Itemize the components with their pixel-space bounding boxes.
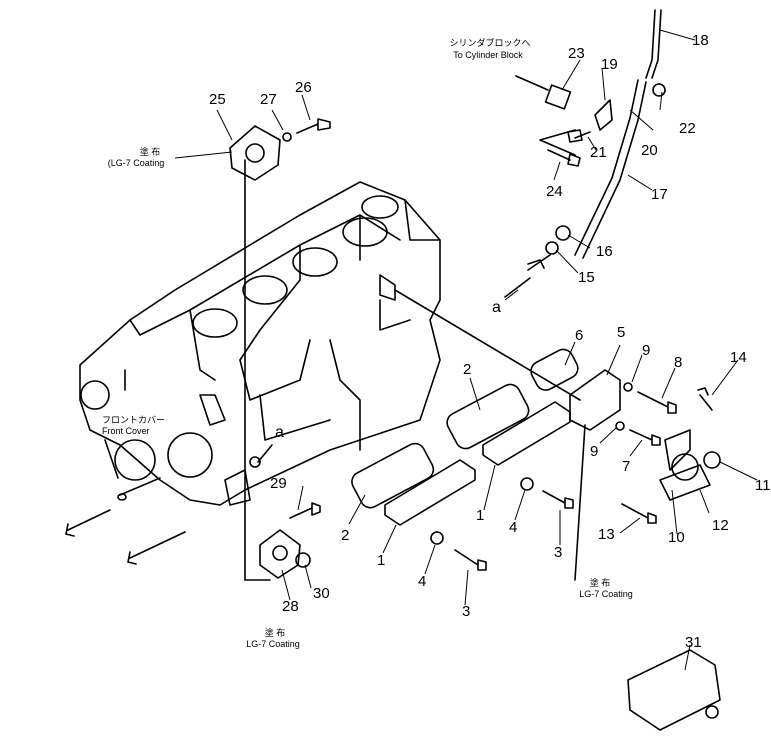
part-label-21: 21 (590, 144, 607, 161)
part-label-6: 6 (575, 327, 584, 344)
part-label-7: 7 (622, 458, 631, 475)
part-label-12: 12 (712, 517, 729, 534)
front-cover-jp: フロントカバー (102, 415, 166, 425)
part-label-20: 20 (641, 142, 658, 159)
part-label-23: 23 (568, 45, 585, 62)
part-label-1a: 1 (377, 552, 386, 569)
coating-note-en: (LG-7 Coating (107, 158, 165, 168)
part-label-11: 11 (755, 477, 771, 494)
part-label-31: 31 (685, 634, 702, 651)
part-label-5: 5 (617, 324, 626, 341)
gasket-6 (530, 348, 579, 391)
part-label-27: 27 (260, 91, 277, 108)
to-cylinder-jp: シリンダブロックへ (449, 38, 531, 48)
side-cover-1a (384, 459, 476, 526)
cover-plate-28 (259, 529, 301, 579)
part-label-8: 8 (674, 354, 683, 371)
cover-plate-25 (229, 125, 281, 181)
to-cylinder-en: To Cylinder Block (453, 50, 523, 60)
part-label-15: 15 (578, 269, 595, 286)
part-label-24: 24 (546, 183, 563, 200)
coating-mid-jp: 塗 布 (589, 578, 611, 588)
part-label-22: 22 (679, 120, 696, 137)
reference-a-upper: a (492, 299, 501, 316)
reference-a-lower: a (275, 424, 284, 441)
gasket-2a (351, 442, 435, 509)
part-label-14: 14 (730, 349, 747, 366)
part-label-19: 19 (601, 56, 618, 73)
breather-5 (569, 369, 621, 431)
front-cover-en: Front Cover (102, 426, 150, 436)
part-label-29: 29 (270, 475, 287, 492)
part-10 (671, 453, 699, 481)
dipstick-tube-17 (574, 79, 639, 256)
coating-lower-en: LG-7 Coating (246, 639, 300, 649)
part-label-2a: 2 (341, 527, 350, 544)
gasket-2b (446, 383, 530, 450)
part-label-4b: 4 (509, 519, 518, 536)
part-label-16: 16 (596, 243, 613, 260)
part-label-4a: 4 (418, 573, 427, 590)
part-label-3b: 3 (554, 544, 563, 561)
coating-mid-en: LG-7 Coating (579, 589, 633, 599)
part-label-3a: 3 (462, 603, 471, 620)
part-label-25: 25 (209, 91, 226, 108)
part-label-2b: 2 (463, 361, 472, 378)
part-label-26: 26 (295, 79, 312, 96)
coating-lower-jp: 塗 布 (264, 628, 286, 638)
side-cover-1b (482, 401, 571, 466)
part-label-28: 28 (282, 598, 299, 615)
cylinder-block (79, 181, 441, 506)
part-label-30: 30 (313, 585, 330, 602)
coating-note-jp: 塗 布 (139, 147, 161, 157)
part-label-13: 13 (598, 526, 615, 543)
part-label-9a: 9 (642, 342, 651, 359)
part-label-1b: 1 (476, 507, 485, 524)
part-31 (627, 649, 721, 731)
part-label-17: 17 (651, 186, 668, 203)
part-label-9b: 9 (590, 443, 599, 460)
part-label-10: 10 (668, 529, 685, 546)
part-label-18: 18 (692, 32, 709, 49)
